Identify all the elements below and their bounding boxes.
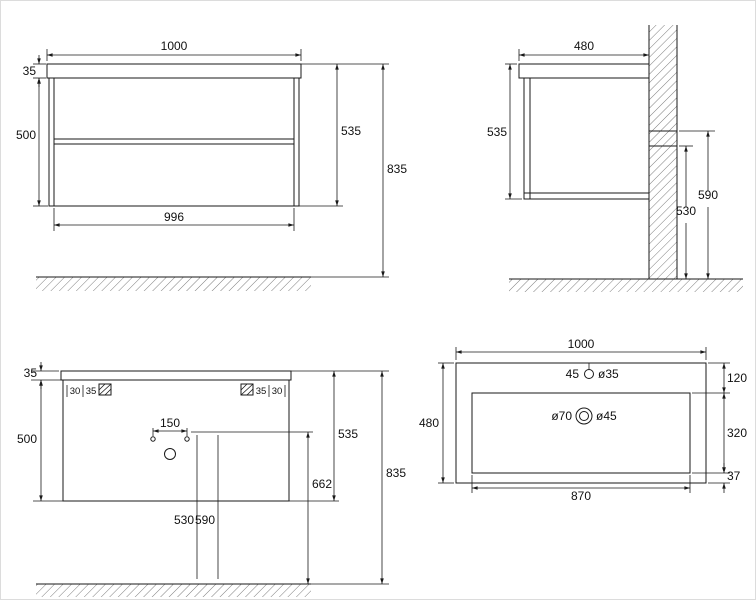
dim-front-floor-height: 835 (311, 64, 407, 278)
dim-side-depth: 480 (518, 39, 650, 61)
dim-side-530: 530 (676, 145, 696, 280)
dim-basin-right-stack: 120 320 37 (692, 362, 747, 493)
dim-label-carcass-height: 500 (16, 128, 36, 142)
dim-label-offset-right-a: 35 (256, 386, 267, 397)
front-cabinet-body (48, 77, 300, 207)
dim-front-countertop-thickness: 35 (23, 55, 46, 87)
dim-label-total-height: 535 (341, 124, 361, 138)
dim-label-side-height: 535 (487, 125, 507, 139)
dim-label-basin-depth: 480 (419, 416, 439, 430)
dim-label-37: 37 (727, 469, 741, 483)
dim-label-870: 870 (571, 489, 591, 503)
basin-inner (471, 392, 691, 474)
dim-label-width: 1000 (161, 39, 188, 53)
dim-label-detail-835: 835 (386, 466, 406, 480)
dim-label-detail-total: 535 (338, 427, 358, 441)
dim-label-662: 662 (312, 477, 332, 491)
dim-label-detail-carcass: 500 (17, 432, 37, 446)
dim-basin-depth: 480 (419, 362, 454, 484)
basin-view: 45 ø35 ø70 ø45 1000 480 120 320 (419, 337, 747, 503)
wall-hatch (649, 25, 677, 279)
dim-label-faucet-diameter: ø35 (598, 367, 619, 381)
drain-hole-front (164, 448, 176, 460)
dim-front-carcass-height: 500 (16, 78, 48, 207)
floor-hatch (36, 277, 311, 291)
dim-label-120: 120 (727, 371, 747, 385)
fixing-hole-right (184, 436, 190, 442)
dim-basin-width: 1000 (455, 337, 707, 360)
dim-label-590: 590 (698, 188, 718, 202)
dim-label-depth: 480 (574, 39, 594, 53)
hinge-bracket-right: 35 30 (240, 383, 286, 397)
dim-label-drain-outer: ø70 (551, 409, 572, 423)
dim-label-basin-width: 1000 (568, 337, 595, 351)
dim-detail-total-height: 535 (289, 370, 389, 502)
dim-label-detail-countertop: 35 (24, 366, 38, 380)
dim-detail-662: 662 (191, 431, 332, 584)
dim-label-offset-left-a: 30 (70, 386, 81, 397)
dim-label-position-530: 530 (174, 513, 194, 527)
dim-label-hole-spacing: 150 (160, 416, 180, 430)
hinge-bracket-left: 30 35 (66, 383, 112, 397)
dim-front-inner-width: 996 (53, 208, 295, 231)
detail-view: 30 35 35 30 150 530 590 (17, 362, 406, 597)
drain-outer (575, 407, 593, 425)
dim-label-offset-left-b: 35 (86, 386, 97, 397)
front-view: 1000 35 500 535 835 (16, 39, 407, 291)
detail-countertop (60, 370, 292, 381)
drain-inner (579, 411, 589, 421)
dim-detail-floor-height: 835 (311, 370, 406, 585)
detail-cabinet-body (62, 379, 290, 502)
faucet-hole (584, 369, 594, 379)
side-cabinet-body (523, 77, 650, 200)
dim-label-offset-right-b: 30 (272, 386, 283, 397)
side-view: 480 535 530 590 (487, 25, 743, 292)
dim-label-floor-height: 835 (387, 162, 407, 176)
dim-detail-carcass-height: 500 (17, 379, 63, 502)
dim-label-320: 320 (727, 426, 747, 440)
dim-hole-spacing: 150 (152, 416, 188, 436)
dim-front-width: 1000 (46, 39, 302, 61)
dim-label-faucet-offset: 45 (566, 367, 580, 381)
fixing-hole-left (150, 436, 156, 442)
dim-label-countertop: 35 (23, 64, 37, 78)
hole-position-leaders: 530 590 (174, 435, 219, 579)
dim-detail-countertop-thickness: 35 (24, 362, 61, 389)
dim-label-drain-inner: ø45 (596, 409, 617, 423)
front-countertop (46, 63, 302, 79)
dim-label-530: 530 (676, 204, 696, 218)
dim-side-total-height: 535 (487, 63, 522, 200)
floor-hatch-side (509, 279, 743, 292)
dim-side-590: 590 (679, 130, 718, 280)
dim-label-position-590: 590 (195, 513, 215, 527)
dim-front-total-height: 535 (299, 63, 389, 207)
side-countertop (518, 63, 650, 79)
dim-basin-inner-width: 870 (471, 475, 691, 503)
dim-label-inner-width: 996 (164, 210, 184, 224)
floor-hatch-detail (36, 584, 311, 597)
